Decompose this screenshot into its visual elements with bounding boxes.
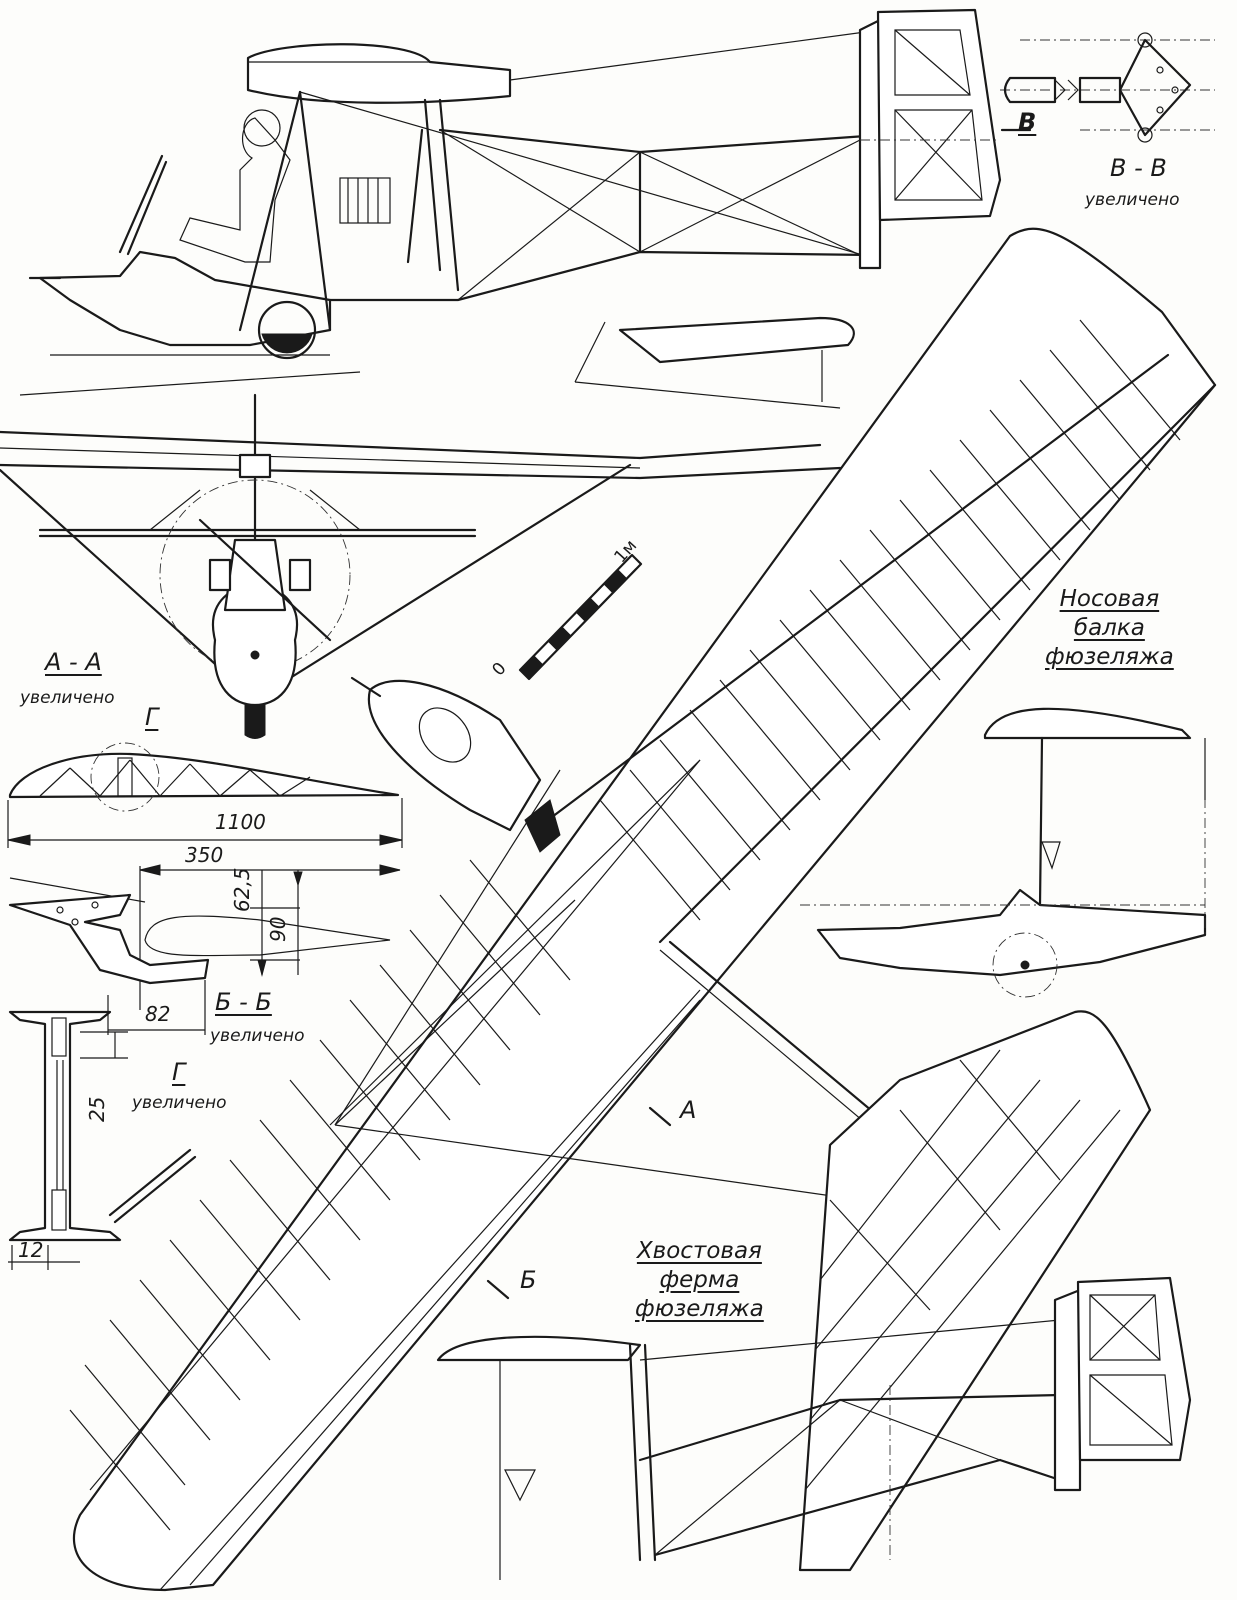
nose-beam-view [800,707,1207,998]
dim-82: 82 [145,1002,171,1026]
vv-section-detail [1000,32,1215,143]
dim-12: 12 [18,1238,44,1262]
bb-note: увеличено [210,1026,305,1046]
nose-caption-line1: Носовая [1059,586,1160,612]
g-title: Г [172,1058,186,1086]
g-note: увеличено [132,1093,227,1113]
wing-panel-line-2 [574,381,841,409]
cut-marker-b: Б [520,1266,537,1294]
vv-marker: В [1018,108,1037,136]
plan-view [69,227,1217,1592]
cut-marker-a: А [680,1096,697,1124]
nose-caption-line3: фюзеляжа [1045,644,1174,670]
wing-rib-profile [7,742,403,848]
wing-panel-sketch [618,316,855,364]
vv-note: увеличено [1085,190,1180,210]
tail-caption-line3: фюзеляжа [635,1296,764,1322]
dim-chord: 1100 [215,810,266,834]
tail-truss-view [436,1276,1192,1580]
side-view [19,8,1002,396]
tail-caption-line1: Хвостовая [636,1238,762,1264]
nose-beam-caption: Носовая балка фюзеляжа [1045,588,1174,669]
vv-title: В - В [1110,154,1167,182]
tail-caption-line2: ферма [659,1267,740,1293]
g-section-detail [8,1010,197,1270]
aa-note: увеличено [20,688,115,708]
tail-truss-caption: Хвостовая ферма фюзеляжа [635,1240,764,1321]
wing-panel-line [574,321,606,383]
dim-25: 25 [85,1096,109,1122]
aa-title: А - А [45,648,102,676]
g-marker: Г [145,703,159,731]
front-view [0,393,842,739]
bb-title: Б - Б [215,988,272,1016]
scale-bar [518,553,643,681]
bb-section-detail [8,864,401,1035]
dim-350: 350 [185,843,224,867]
dim-62-5: 62,5 [230,867,254,912]
dim-90: 90 [266,916,290,942]
nose-caption-line2: балка [1073,615,1145,641]
